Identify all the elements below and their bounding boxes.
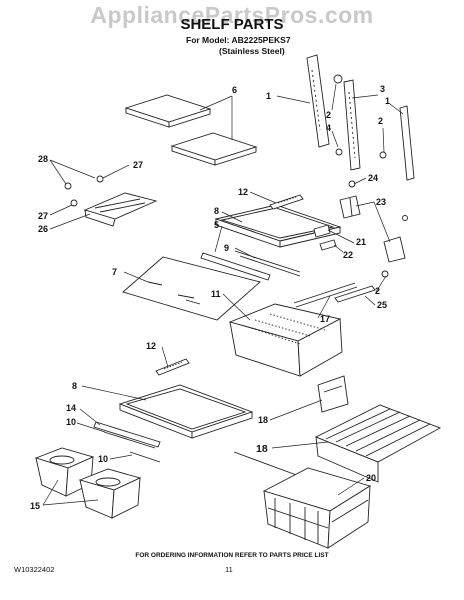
document-code: W10322402 — [14, 565, 55, 574]
crisper-drawer — [228, 303, 343, 377]
shelf-rail-left — [306, 54, 330, 148]
callout-label: 21 — [356, 237, 366, 247]
screw-2 — [333, 74, 343, 84]
glass-shelf — [122, 256, 261, 321]
shelf-rail-right — [343, 79, 361, 171]
callout-label: 9 — [224, 243, 229, 253]
callout-label: 27 — [133, 160, 143, 170]
callout-label: 2 — [378, 116, 383, 126]
callout-label: 20 — [366, 473, 376, 483]
screw-27-lower — [70, 199, 78, 207]
callout-label: 23 — [376, 197, 386, 207]
page-number: 11 — [225, 565, 233, 574]
small-bin — [83, 192, 158, 227]
callout-label: 6 — [232, 85, 237, 95]
callout-label: 24 — [368, 173, 378, 183]
callout-label: 4 — [326, 123, 331, 133]
shelf-support-23-upper — [339, 195, 361, 219]
page-title: SHELF PARTS — [180, 16, 284, 33]
callout-label: 12 — [146, 341, 156, 351]
shelf-trim-5 — [200, 252, 271, 281]
callout-label: 10 — [98, 454, 108, 464]
shelf-trim-14 — [93, 421, 161, 448]
callout-label: 22 — [343, 250, 353, 260]
shelf-slide-25 — [334, 285, 376, 303]
clip-24b — [402, 215, 408, 221]
shelf-clip-22 — [319, 239, 337, 251]
callout-label: 2 — [375, 286, 380, 296]
shelf-slide-17 — [293, 282, 358, 308]
ordering-note: FOR ORDERING INFORMATION REFER TO PARTS … — [135, 552, 329, 559]
callout-label: 8 — [214, 206, 219, 216]
callout-labels: 1 2 4 3 1 2 6 28 27 27 26 12 8 5 9 24 23… — [30, 84, 390, 511]
watermark: AppliancePartsPros.com — [90, 2, 374, 28]
callout-label: 28 — [38, 154, 48, 164]
callout-label: 2 — [326, 110, 331, 120]
basket-bracket-18 — [317, 375, 349, 413]
finish-line: (Stainless Steel) — [219, 46, 285, 56]
door-shelf-lower — [170, 132, 258, 166]
wire-basket-upper — [314, 404, 442, 483]
callout-label: 11 — [211, 289, 221, 299]
callout-label: 12 — [238, 187, 248, 197]
bin-right — [78, 468, 142, 519]
shelf-bracket-12-upper — [269, 194, 304, 210]
callout-label: 27 — [38, 211, 48, 221]
callout-label: 18 — [258, 415, 268, 425]
callout-label: 8 — [72, 381, 77, 391]
slide-out-shelf-upper — [214, 204, 342, 248]
screw-2b — [379, 151, 387, 159]
callout-label: 18 — [256, 443, 268, 455]
shelf-support-23-lower — [383, 236, 406, 263]
callout-label: 10 — [66, 417, 76, 427]
shelf-clip-21 — [313, 224, 331, 238]
rail-bracket-far-right — [399, 105, 415, 181]
screw-28 — [64, 182, 72, 190]
screw-2c — [381, 270, 389, 278]
callout-label: 15 — [30, 501, 40, 511]
screw-24 — [348, 180, 356, 188]
shelf-rail-10 — [103, 431, 161, 463]
callout-label: 14 — [66, 403, 76, 413]
callout-label: 26 — [38, 224, 48, 234]
wire-basket-lower — [262, 467, 372, 549]
model-line: For Model: AB2225PEKS7 — [186, 35, 291, 45]
callout-label: 1 — [385, 96, 390, 106]
shelf-bracket-12-lower — [155, 358, 190, 376]
callout-label: 25 — [377, 300, 387, 310]
screw-27-upper — [96, 175, 104, 183]
callout-label: 7 — [112, 267, 117, 277]
slide-out-shelf-lower — [118, 384, 254, 439]
callout-label: 17 — [320, 314, 330, 324]
callout-label: 3 — [380, 84, 385, 94]
door-shelf-upper — [124, 94, 212, 128]
shelf-rail-9 — [234, 250, 301, 277]
callout-label: 1 — [266, 91, 271, 101]
callout-label: 5 — [214, 220, 219, 230]
screw-4 — [335, 148, 343, 156]
